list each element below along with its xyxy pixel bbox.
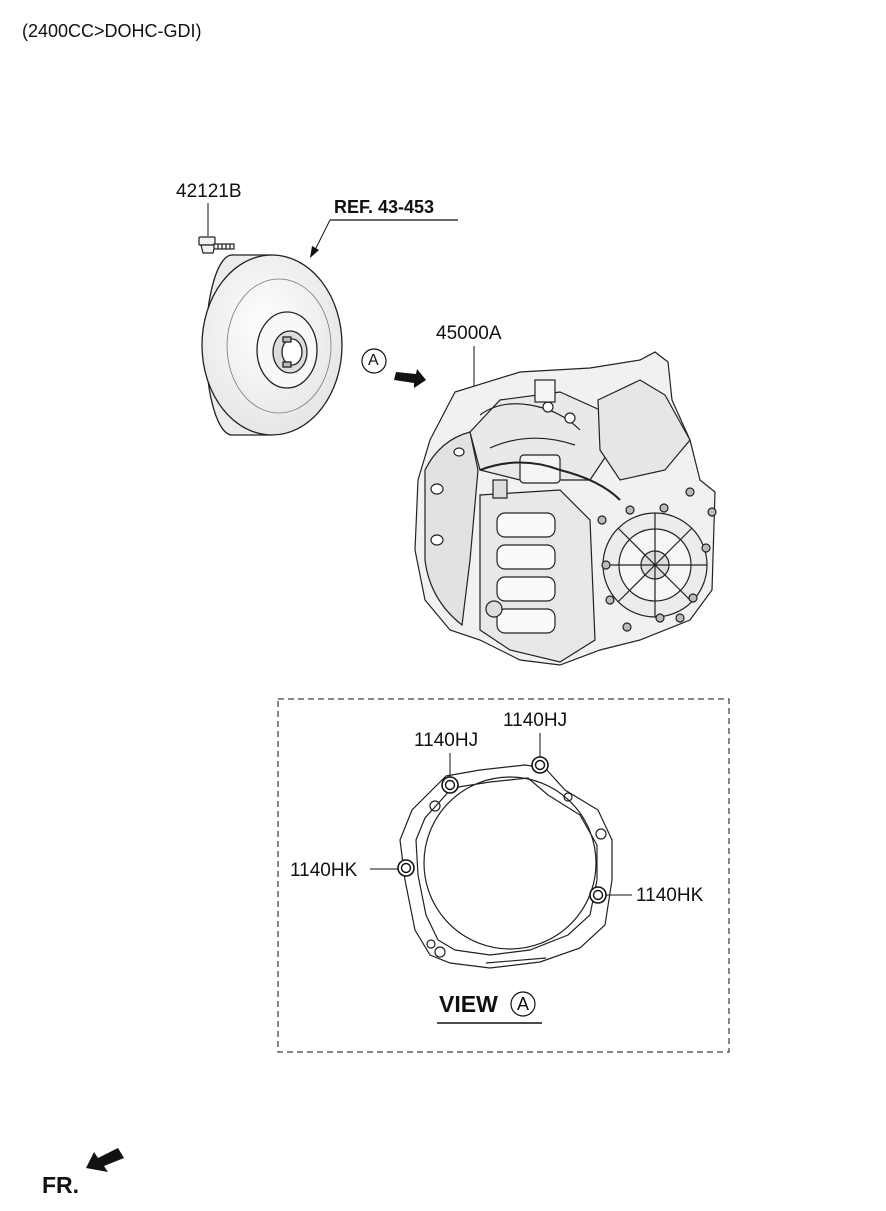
leader-line-ref [313, 219, 331, 253]
view-a-direction-arrow [394, 369, 426, 388]
part-label-1140HJ-right[interactable]: 1140HJ [503, 710, 568, 731]
housing-face-view-a [399, 764, 613, 969]
dowel-pin-1140HJ-right[interactable] [531, 756, 549, 774]
view-letter-circle [510, 991, 536, 1017]
leader-arrowhead-ref [310, 246, 319, 258]
dowel-pin-1140HK-right[interactable] [589, 886, 607, 904]
view-a-marker-circle [361, 348, 387, 374]
ref-label-43-453[interactable]: REF. 43-453 [334, 197, 435, 217]
front-direction-arrow [86, 1148, 124, 1172]
view-a-detail-frame [277, 698, 730, 1053]
part-label-1140HK-left[interactable]: 1140HK [290, 860, 358, 881]
engine-spec-header: (2400CC>DOHC-GDI) [22, 21, 202, 41]
transaxle-assembly-45000A[interactable] [414, 351, 717, 666]
part-label-1140HJ-left[interactable]: 1140HJ [414, 730, 479, 751]
torque-converter[interactable] [201, 254, 343, 436]
front-direction-label: FR. [42, 1172, 80, 1198]
part-label-45000A[interactable]: 45000A [436, 323, 502, 344]
dowel-pin-1140HK-left[interactable] [397, 859, 415, 877]
view-letter: A [517, 994, 530, 1014]
part-label-42121B[interactable]: 42121B [176, 181, 242, 202]
part-label-1140HK-right[interactable]: 1140HK [636, 885, 704, 906]
dowel-pin-1140HJ-left[interactable] [441, 776, 459, 794]
arrow-marker-letter: A [368, 352, 379, 369]
view-label: VIEW [439, 991, 498, 1017]
bolt-42121B[interactable] [198, 236, 235, 254]
